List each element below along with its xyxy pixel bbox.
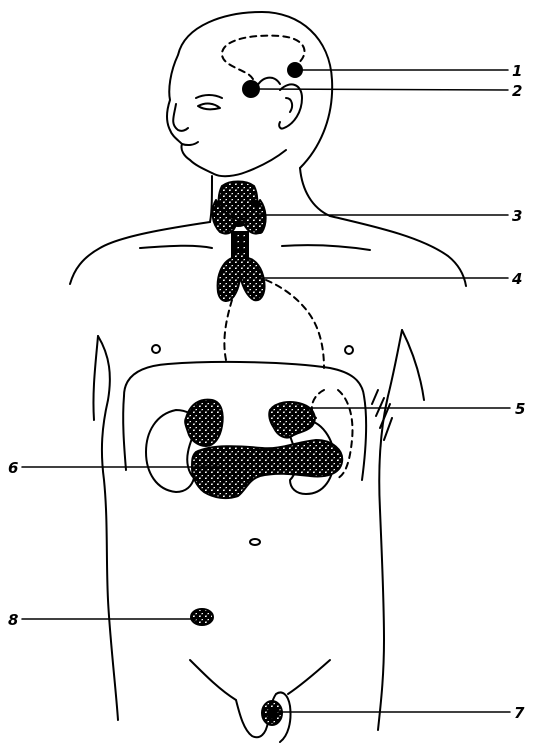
nipple-left [152,345,160,353]
shoulder-right [330,216,466,286]
arm-left [93,336,98,420]
shoulder-left [70,222,210,284]
leader-2 [251,89,508,90]
label-pancreas: 6 [8,461,18,476]
clavicle-left [140,246,212,248]
groin-left [190,660,236,700]
clavicle-right [282,245,370,250]
leader-lines [22,70,510,712]
groin-right [288,660,330,694]
label-thymus: 4 [512,272,522,287]
label-testis: 7 [514,706,524,721]
navel [250,539,260,545]
label-ovary: 8 [8,613,18,628]
label-pineal: 1 [512,64,522,79]
torso-right [378,330,402,730]
label-thyroid: 3 [512,209,522,224]
neck-right [300,168,330,216]
label-pituitary: 2 [512,84,522,99]
mouth [182,142,198,145]
thymus-pathway-right [266,280,324,368]
ovary [191,609,213,625]
arm-right [402,330,424,400]
thymus [218,258,265,301]
eye [198,104,220,110]
adrenal-gland-left [185,400,223,446]
eyebrow [196,95,222,98]
testis-core [267,707,277,719]
torso-left [98,336,118,720]
label-adrenal: 5 [515,402,525,417]
ear [279,84,302,128]
nipple-right [345,346,353,354]
ribcage-left-lower [123,396,126,470]
thymus-pathway-left [224,300,232,360]
nose [173,104,188,131]
